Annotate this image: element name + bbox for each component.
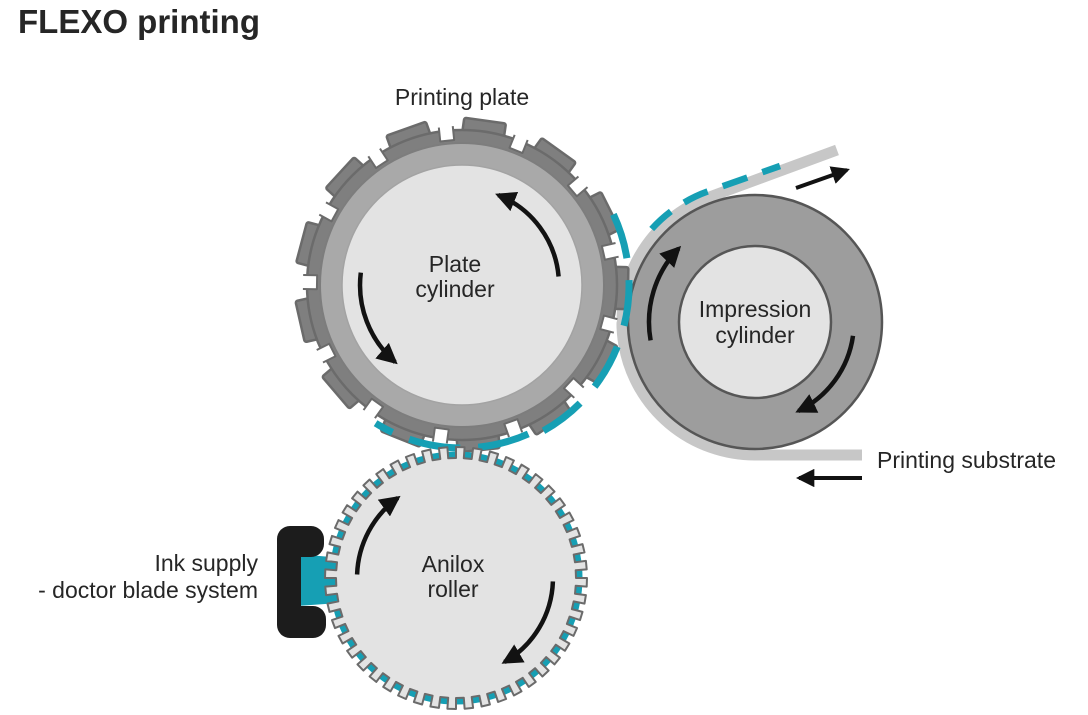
plate-gear-notch <box>367 148 389 170</box>
plate-gear-notches <box>302 126 619 444</box>
impression-rotation-arrow-left-icon <box>646 245 682 341</box>
plate-cylinder-label-line2: cylinder <box>415 276 495 302</box>
printing-substrate-label: Printing substrate <box>877 447 1056 473</box>
plate-gear-notch <box>508 134 529 155</box>
plate-ink-arc-right <box>538 212 633 436</box>
plate-gear-notch <box>318 201 340 223</box>
impression-cylinder-label-line2: cylinder <box>715 322 795 348</box>
printing-plate-label: Printing plate <box>395 84 529 110</box>
anilox-rotation-arrow-right-icon <box>501 581 556 664</box>
ink-supply-label-line1: Ink supply <box>154 550 258 576</box>
impression-cylinder-label-line1: Impression <box>699 296 811 322</box>
impression-cylinder-core <box>677 244 833 400</box>
anilox-roller-label-line1: Anilox <box>422 551 485 577</box>
plate-gear-notch <box>562 377 585 399</box>
plate-cylinder: Plate cylinder <box>294 116 633 454</box>
plate-gear-notch <box>362 397 385 419</box>
plate-gear-notch <box>600 242 619 261</box>
direction-arrows <box>354 166 862 664</box>
anilox-roller: Anilox roller <box>324 446 588 710</box>
plate-gear-notch <box>599 314 618 334</box>
plate-ink-arc-bottom <box>373 420 530 452</box>
printing-substrate-band <box>616 144 862 461</box>
plate-rotation-arrow-lower-icon <box>357 272 398 365</box>
plate-cylinder-core <box>341 164 583 406</box>
anilox-rotation-arrow-left-icon <box>354 495 401 575</box>
ink-supply-label-line2: - doctor blade system <box>38 577 258 603</box>
page-title: FLEXO printing <box>18 3 260 40</box>
doctor-blade-spine <box>277 536 301 631</box>
plate-cylinder-label-line1: Plate <box>429 251 481 277</box>
impression-cylinder: Impression cylinder <box>626 193 884 451</box>
plate-gear-notch <box>437 126 456 143</box>
plate-ink-film <box>373 212 633 452</box>
substrate-path <box>616 144 862 461</box>
impression-rotation-arrow-right-icon <box>795 335 856 414</box>
anilox-roller-label-line2: roller <box>427 576 478 602</box>
plate-gear-notch <box>503 418 524 438</box>
plate-gear-notch <box>316 342 337 364</box>
plate-gear-notch <box>566 175 589 198</box>
substrate-ink-dashes <box>649 162 782 232</box>
plate-gear-notch <box>431 426 450 444</box>
plate-gear-notch <box>302 274 319 291</box>
substrate-out-arrow-icon <box>795 166 850 190</box>
plate-rotation-arrow-upper-icon <box>495 191 561 277</box>
